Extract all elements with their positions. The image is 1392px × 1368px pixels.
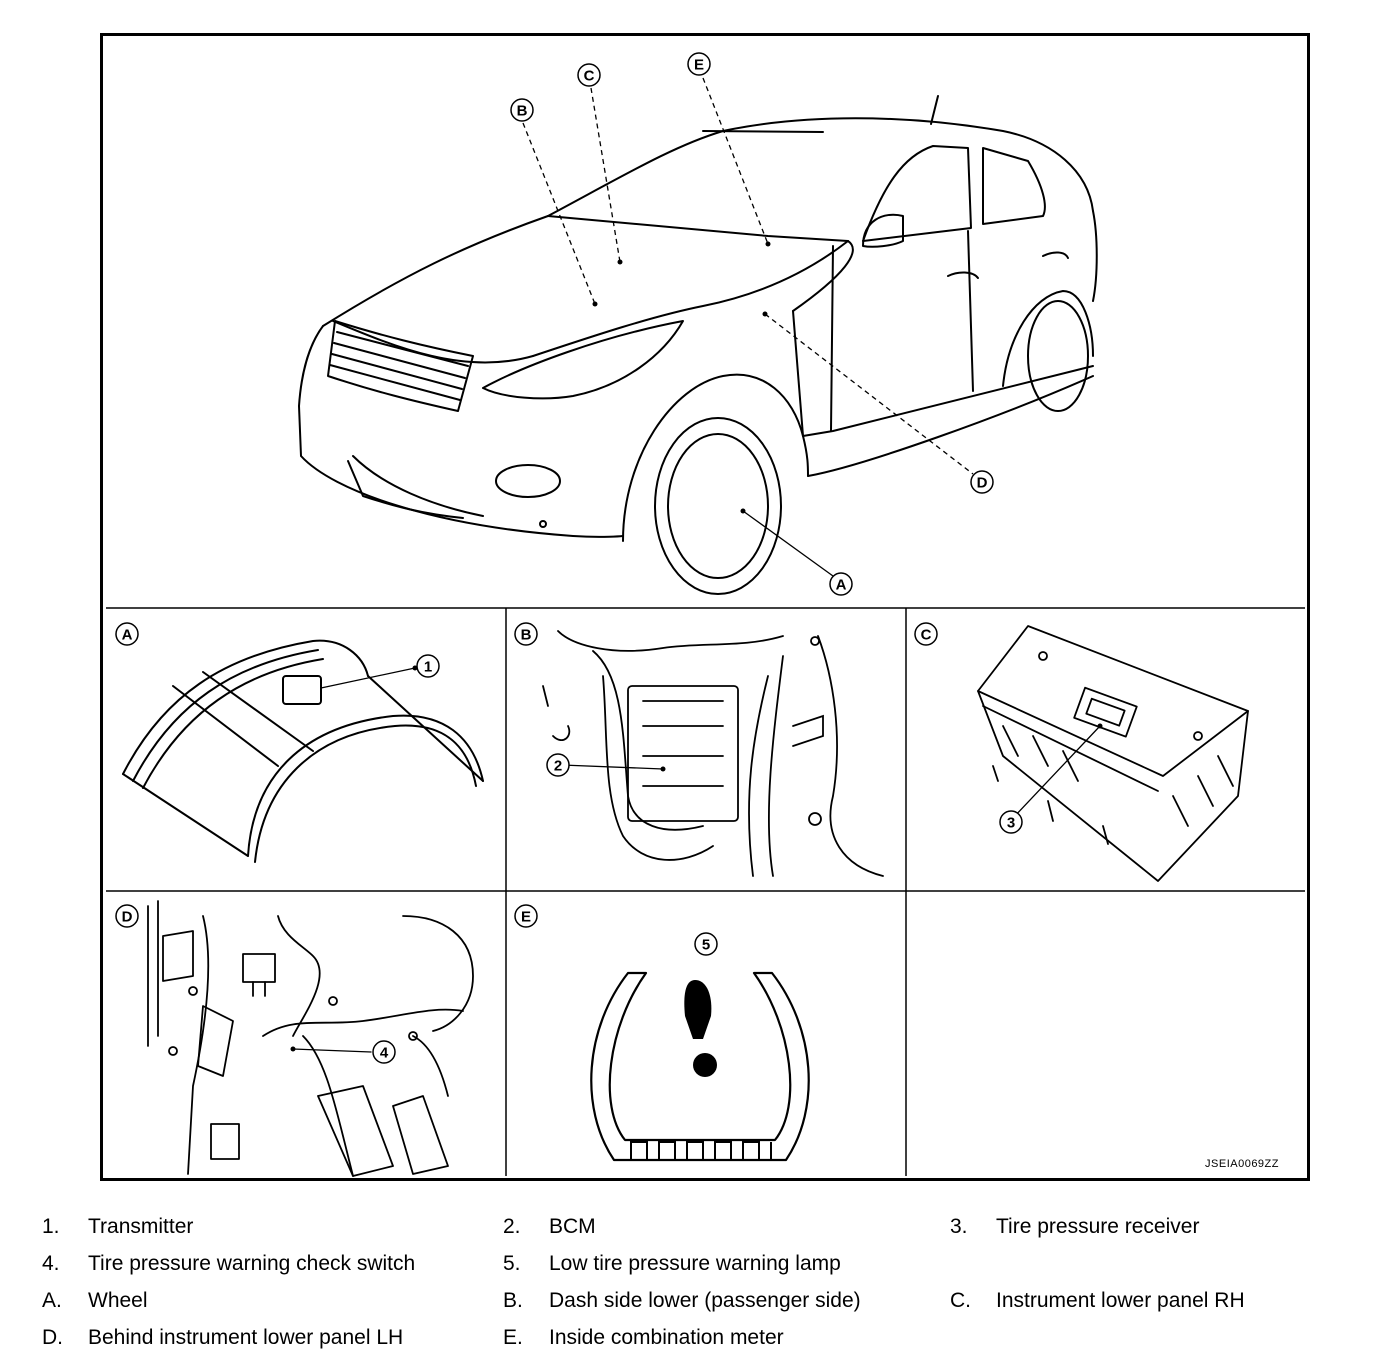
svg-text:A: A [836,577,847,594]
svg-text:4: 4 [380,1045,389,1062]
callout-C: C [577,63,601,87]
callout-leaders [522,77,974,577]
panel-C-label: C [914,622,938,646]
figure-drawing: B C E D A [106,52,1305,1177]
low-tire-pressure-warning-icon [590,971,810,1162]
svg-text:D: D [977,475,988,492]
callout-A: A [829,572,853,596]
panel-D-switch: 4 D [115,900,474,1177]
panel-B-bcm: 2 B [514,622,884,877]
callout-2: 2 [546,753,570,777]
vehicle-illustration [298,95,1098,595]
panel-C-receiver: 3 C [914,622,1249,882]
callout-E: E [687,52,711,76]
svg-text:3: 3 [1007,815,1015,832]
callout-4: 4 [372,1040,396,1064]
panel-A-wheel: 1 A [115,622,484,863]
callout-5: 5 [694,932,718,956]
panel-E-lamp: 5 E [514,904,810,1162]
svg-text:A: A [122,627,133,644]
callout-B: B [510,98,534,122]
panel-grid [106,607,1305,1176]
component-location-figure: B C E D A [100,33,1310,1181]
svg-text:E: E [521,909,531,926]
svg-text:D: D [122,909,133,926]
panel-A-label: A [115,622,139,646]
callout-D: D [970,470,994,494]
svg-text:C: C [584,68,595,85]
svg-text:C: C [921,627,932,644]
callout-1: 1 [416,654,440,678]
svg-text:2: 2 [554,758,562,775]
svg-text:B: B [517,103,528,120]
svg-text:B: B [521,627,532,644]
svg-text:5: 5 [702,937,710,954]
svg-text:E: E [694,57,704,74]
panel-B-label: B [514,622,538,646]
panel-E-label: E [514,904,538,928]
figure-id: JSEIA0069ZZ [1205,1158,1279,1170]
callout-3: 3 [999,810,1023,834]
svg-text:1: 1 [424,659,432,676]
callout-dots [592,241,771,514]
legend: 1.Transmitter 2.BCM 3.Tire pressure rece… [42,1215,1245,1349]
panel-D-label: D [115,904,139,928]
